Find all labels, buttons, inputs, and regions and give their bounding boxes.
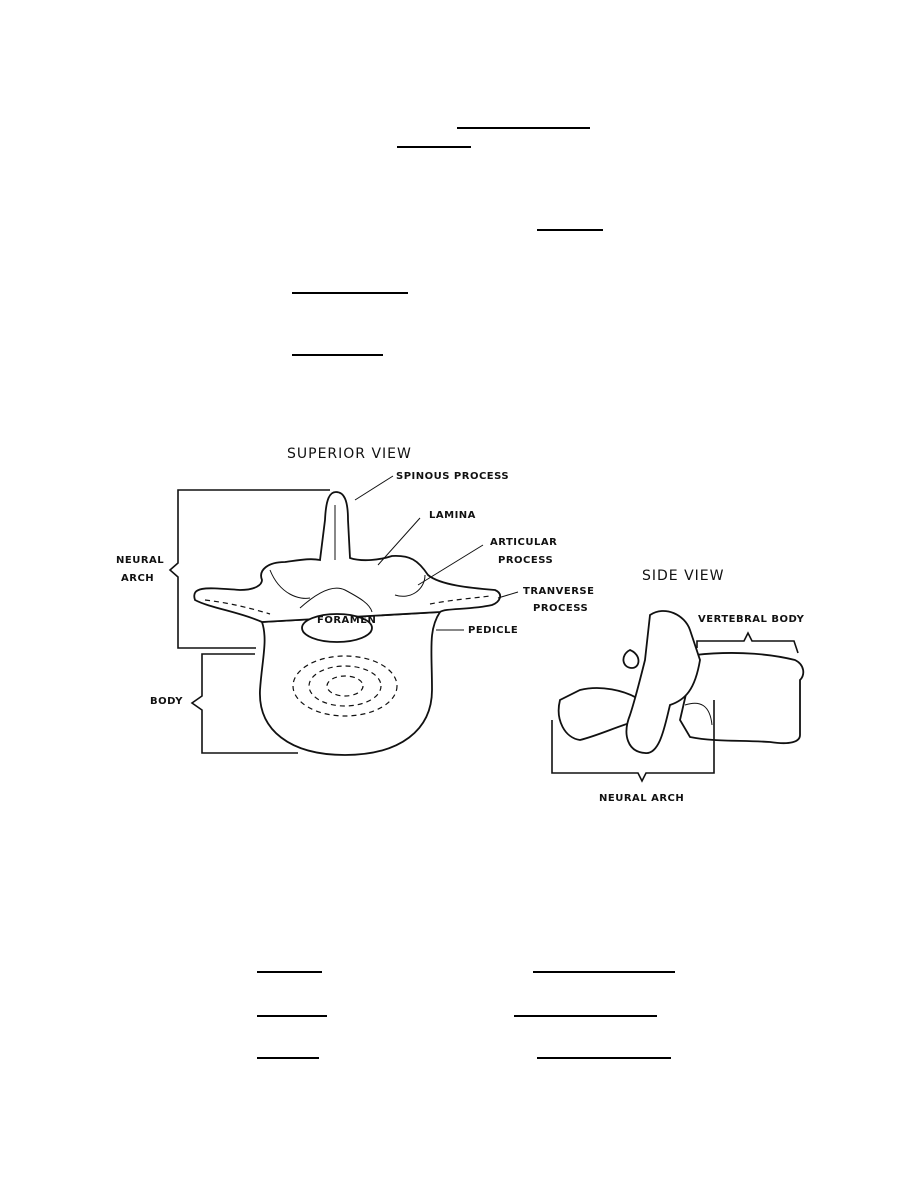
side-neural-arch-shape	[557, 687, 641, 741]
side-pedicle-shape	[625, 610, 701, 754]
vertebral-body-shape	[259, 611, 442, 756]
neural-arch-bracket	[168, 489, 330, 649]
side-vertebral-body-shape	[679, 652, 805, 745]
transverse-process-label-line2: PROCESS	[533, 603, 588, 614]
answer-blank-9[interactable]	[514, 1015, 657, 1017]
answer-blank-5[interactable]	[292, 354, 383, 356]
side-detail-line	[684, 702, 713, 726]
transverse-dash-lines	[204, 595, 491, 615]
transverse-leader	[497, 591, 519, 599]
answer-blank-10[interactable]	[257, 1057, 319, 1059]
neural-arch-shape	[193, 491, 502, 623]
articular-process-label-line2: PROCESS	[498, 555, 553, 566]
answer-blank-3[interactable]	[537, 229, 603, 231]
lamina-label: LAMINA	[429, 510, 476, 521]
answer-blank-4[interactable]	[292, 292, 408, 294]
lamina-leader	[377, 517, 421, 566]
pedicle-label: PEDICLE	[468, 625, 518, 636]
vertebral-body-label: VERTEBRAL BODY	[698, 614, 805, 625]
answer-blank-6[interactable]	[257, 971, 322, 973]
side-articular-shape	[622, 649, 640, 669]
body-texture	[292, 655, 398, 717]
spinous-leader	[354, 475, 394, 501]
side-view-title: SIDE VIEW	[642, 568, 725, 584]
answer-blank-1[interactable]	[457, 127, 590, 129]
spinous-process-label: SPINOUS PROCESS	[396, 471, 509, 482]
transverse-process-label-line1: TRANVERSE	[523, 586, 594, 597]
side-view: SIDE VIEW VERTEBRAL BODY NEURAL ARCH	[551, 568, 805, 804]
side-neural-arch-bracket	[551, 700, 715, 783]
superior-view-title: SUPERIOR VIEW	[287, 446, 412, 462]
body-texture-core	[326, 675, 364, 697]
foramen-top-edge	[299, 587, 373, 613]
foramen-label: FORAMEN	[317, 615, 376, 626]
answer-blank-2[interactable]	[397, 146, 471, 148]
articular-process-label-line1: ARTICULAR	[490, 537, 557, 548]
foramen-shape	[301, 613, 373, 643]
answer-blank-7[interactable]	[533, 971, 675, 973]
answer-blank-8[interactable]	[257, 1015, 327, 1017]
vertebral-body-bracket	[696, 631, 799, 654]
neural-arch-label-line2: ARCH	[121, 573, 154, 584]
answer-blank-11[interactable]	[537, 1057, 671, 1059]
body-label: BODY	[150, 696, 183, 707]
side-neural-arch-label: NEURAL ARCH	[599, 793, 684, 804]
superior-view: SUPERIOR VIEW FORAMEN NEURAL ARCH BODY S…	[116, 446, 594, 756]
arch-detail-lines	[269, 505, 426, 599]
body-texture-inner	[308, 665, 382, 707]
neural-arch-label-line1: NEURAL	[116, 555, 164, 566]
articular-leader	[417, 544, 484, 586]
body-bracket	[190, 653, 298, 754]
